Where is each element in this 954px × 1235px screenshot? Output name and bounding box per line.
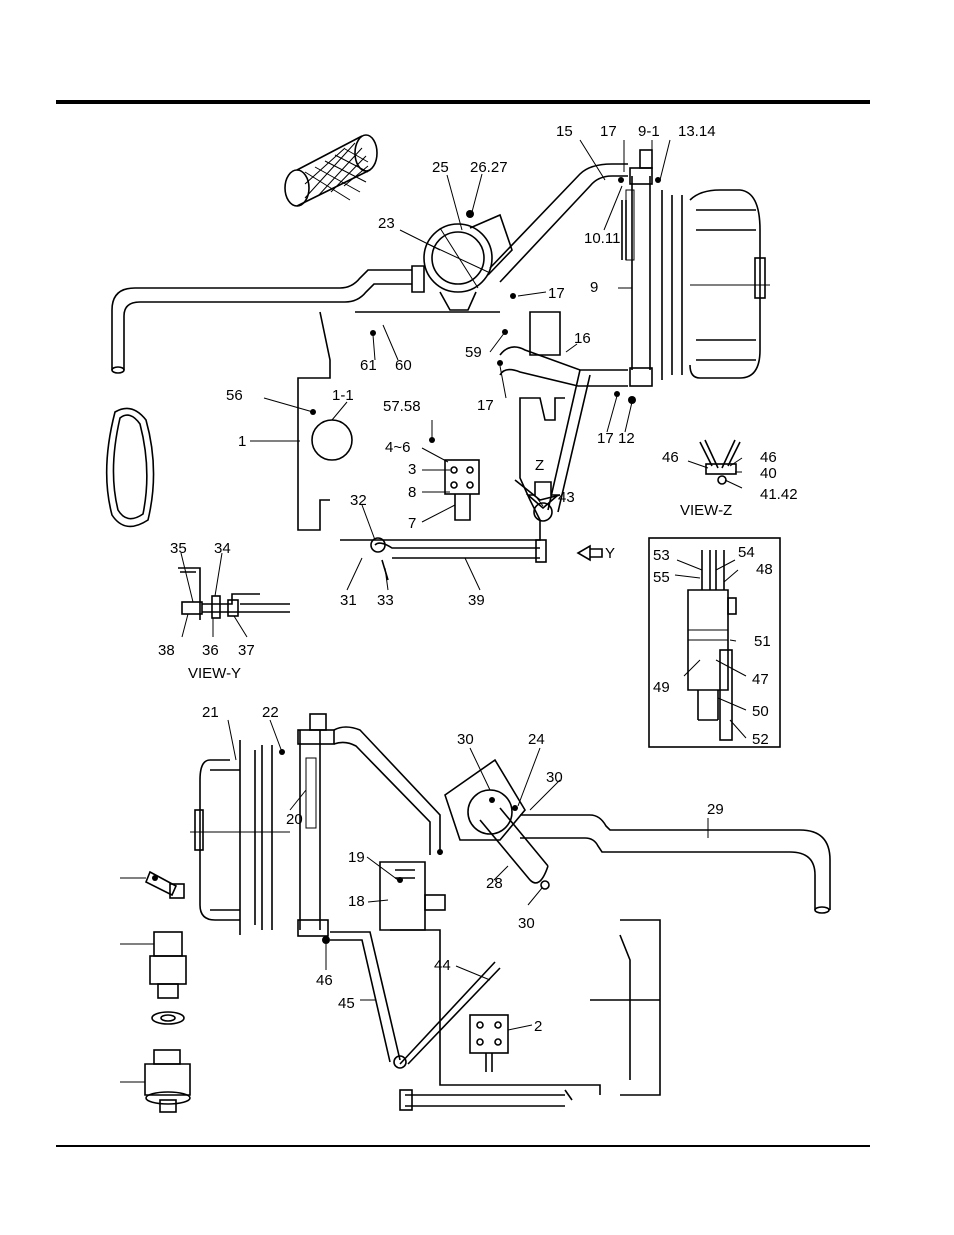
intake-pipe-29 bbox=[520, 815, 830, 910]
callout-41-42: 41.42 bbox=[760, 486, 798, 503]
sensor-temperature-switch bbox=[146, 872, 184, 898]
callout-18: 18 bbox=[348, 893, 365, 910]
callout-20: 20 bbox=[286, 811, 303, 828]
callout-8: 8 bbox=[408, 484, 416, 501]
air-cleaner-lower bbox=[445, 760, 549, 889]
view-z-detail bbox=[700, 440, 740, 484]
callout-1: 1 bbox=[238, 433, 246, 450]
callout-31: 31 bbox=[340, 592, 357, 609]
sensor-water-temperature bbox=[150, 932, 186, 1024]
callout-59: 59 bbox=[465, 344, 482, 361]
callout-46-b: 46 bbox=[760, 449, 777, 466]
callout-17-c: 17 bbox=[477, 397, 494, 414]
radiator-shroud bbox=[662, 190, 770, 380]
callout-30-c: 30 bbox=[518, 915, 535, 932]
callout-61: 61 bbox=[360, 357, 377, 374]
callout-32: 32 bbox=[350, 492, 367, 509]
callout-17: 17 bbox=[600, 123, 617, 140]
air-filter-element bbox=[285, 135, 377, 206]
callout-43: 43 bbox=[558, 489, 575, 506]
view-y-detail bbox=[178, 568, 290, 620]
callout-7: 7 bbox=[408, 515, 416, 532]
callout-37: 37 bbox=[238, 642, 255, 659]
callout-55: 55 bbox=[653, 569, 670, 586]
callout-51: 51 bbox=[754, 633, 771, 650]
rod-44 bbox=[400, 962, 500, 1064]
callout-21: 21 bbox=[202, 704, 219, 721]
callout-22: 22 bbox=[262, 704, 279, 721]
callout-17-d: 17 bbox=[597, 430, 614, 447]
upper-assembly-drawing bbox=[112, 135, 770, 580]
callout-25: 25 bbox=[432, 159, 449, 176]
callout-54: 54 bbox=[738, 544, 755, 561]
callout-44: 44 bbox=[434, 957, 451, 974]
callout-49: 49 bbox=[653, 679, 670, 696]
callout-28: 28 bbox=[486, 875, 503, 892]
sensor-oil-pressure bbox=[145, 1050, 190, 1112]
callout-4-6: 4~6 bbox=[385, 439, 410, 456]
top-rule bbox=[56, 100, 870, 104]
callout-y: Y bbox=[605, 545, 615, 562]
callout-46-a: 46 bbox=[662, 449, 679, 466]
lower-assembly-drawing bbox=[190, 714, 830, 1110]
callout-2: 2 bbox=[534, 1018, 542, 1035]
fan-belt bbox=[107, 408, 154, 526]
callout-12: 12 bbox=[618, 430, 635, 447]
callout-39: 39 bbox=[468, 592, 485, 609]
callout-29: 29 bbox=[707, 801, 724, 818]
callout-17-b: 17 bbox=[548, 285, 565, 302]
engine-outline-lower bbox=[390, 920, 660, 1095]
callout-9-1: 9-1 bbox=[638, 123, 660, 140]
callout-1-1: 1-1 bbox=[332, 387, 354, 404]
callout-53: 53 bbox=[653, 547, 670, 564]
callout-60: 60 bbox=[395, 357, 412, 374]
callout-35: 35 bbox=[170, 540, 187, 557]
callout-34: 34 bbox=[214, 540, 231, 557]
callout-9: 9 bbox=[590, 279, 598, 296]
callout-46-c: 46 bbox=[316, 972, 333, 989]
arrow-y bbox=[578, 546, 602, 560]
callout-40: 40 bbox=[760, 465, 777, 482]
callout-30-b: 30 bbox=[546, 769, 563, 786]
hose-lower-top bbox=[334, 727, 440, 855]
intake-pipe-upper bbox=[112, 270, 412, 370]
callout-47: 47 bbox=[752, 671, 769, 688]
callout-30-a: 30 bbox=[457, 731, 474, 748]
callout-24: 24 bbox=[528, 731, 545, 748]
callout-26-27: 26.27 bbox=[470, 159, 508, 176]
bottom-rule bbox=[56, 1145, 870, 1147]
oil-rod-39 bbox=[375, 543, 540, 580]
callout-50: 50 bbox=[752, 703, 769, 720]
mounting-points-lower bbox=[279, 749, 518, 944]
view-z-label: VIEW-Z bbox=[680, 502, 732, 519]
hose-16 bbox=[500, 347, 628, 386]
callout-38: 38 bbox=[158, 642, 175, 659]
callout-23: 23 bbox=[378, 215, 395, 232]
callout-19: 19 bbox=[348, 849, 365, 866]
callout-57-58: 57.58 bbox=[383, 398, 421, 415]
callout-16: 16 bbox=[574, 330, 591, 347]
callout-56: 56 bbox=[226, 387, 243, 404]
callout-z: Z bbox=[535, 457, 544, 474]
callout-10-11: 10.11 bbox=[584, 230, 620, 247]
callout-3: 3 bbox=[408, 461, 416, 478]
callout-13-14: 13.14 bbox=[678, 123, 716, 140]
callout-15: 15 bbox=[556, 123, 573, 140]
callout-33: 33 bbox=[377, 592, 394, 609]
callout-45: 45 bbox=[338, 995, 355, 1012]
callout-52: 52 bbox=[752, 731, 769, 748]
callout-48: 48 bbox=[756, 561, 773, 578]
view-y-label: VIEW-Y bbox=[188, 665, 241, 682]
callout-36: 36 bbox=[202, 642, 219, 659]
